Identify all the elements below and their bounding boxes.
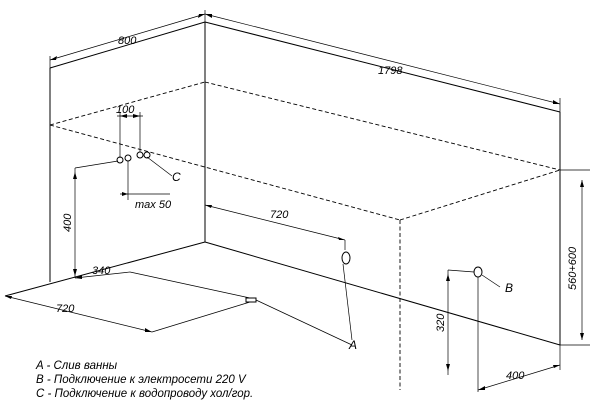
legend-item-a: A - Слив ванны bbox=[35, 360, 118, 372]
dim-720-drain-label: 720 bbox=[270, 209, 289, 221]
dim-side-height-label: 560+600 bbox=[567, 246, 579, 290]
legend-item-c: C - Подключение к водопроводу хол/гор. bbox=[36, 388, 253, 400]
dim-100-label: 100 bbox=[116, 104, 135, 116]
dim-340-label: 340 bbox=[92, 265, 111, 277]
dim-320-label: 320 bbox=[435, 313, 447, 332]
connection-c-group bbox=[73, 112, 173, 278]
dim-400-label: 400 bbox=[62, 213, 74, 232]
dim-side-height bbox=[560, 169, 590, 346]
floor-dims bbox=[4, 271, 353, 346]
connection-b-group bbox=[446, 266, 561, 392]
dim-1798 bbox=[204, 13, 561, 112]
point-b-label: B bbox=[505, 281, 513, 295]
dim-1798-label: 1798 bbox=[378, 65, 403, 77]
legend-item-b: B - Подключение к электросети 220 V bbox=[36, 374, 247, 386]
dim-800-label: 800 bbox=[118, 35, 137, 47]
point-a-label: A bbox=[348, 338, 357, 352]
dim-400-power-label: 400 bbox=[506, 370, 525, 382]
point-c-label: C bbox=[172, 170, 181, 184]
dim-720-drain bbox=[204, 204, 353, 341]
legend: A - Слив ванны B - Подключение к электро… bbox=[35, 360, 253, 400]
dim-max50-label: max 50 bbox=[135, 199, 172, 211]
dim-800 bbox=[49, 10, 206, 68]
dim-720-floor-label: 720 bbox=[56, 303, 75, 315]
box-outline bbox=[4, 21, 561, 390]
